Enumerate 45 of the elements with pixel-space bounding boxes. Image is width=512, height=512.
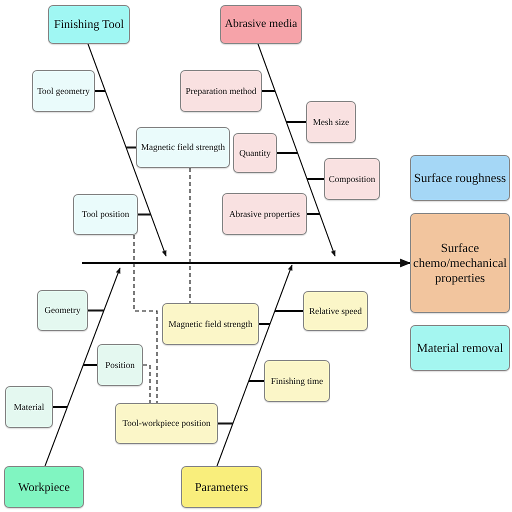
cause-box: Material <box>5 386 53 428</box>
dashed-connector <box>143 364 151 403</box>
effect-box: Surface chemo/mechanical properties <box>410 213 510 313</box>
branch-line <box>262 90 276 92</box>
category-box: Workpiece <box>4 466 84 508</box>
category-box: Abrasive media <box>220 5 302 44</box>
dashed-connector <box>189 168 191 303</box>
branch-line <box>218 422 233 424</box>
bone-arrow <box>216 264 293 466</box>
bone-arrow <box>44 267 121 466</box>
branch-line <box>88 310 104 312</box>
category-box: Finishing Tool <box>48 5 130 44</box>
branch-line <box>83 364 97 366</box>
cause-box: Tool position <box>73 194 138 235</box>
cause-box: Tool geometry <box>32 70 95 112</box>
branch-line <box>95 90 106 92</box>
spine-arrow <box>82 258 412 268</box>
dashed-connector <box>133 235 158 403</box>
cause-box: Relative speed <box>303 291 368 331</box>
branch-line <box>248 380 264 382</box>
cause-box: Quantity <box>233 133 277 173</box>
cause-box: Mesh size <box>306 101 356 143</box>
branch-line <box>53 406 68 408</box>
effect-box: Surface roughness <box>410 155 510 201</box>
branch-line <box>307 213 320 215</box>
cause-box: Composition <box>324 158 380 200</box>
bone-arrow <box>257 44 336 257</box>
branch-line <box>126 146 136 148</box>
cause-box: Finishing time <box>264 360 330 402</box>
cause-box: Tool-workpiece position <box>115 403 218 444</box>
cause-box: Position <box>97 344 143 386</box>
cause-box: Abrasive properties <box>222 193 307 235</box>
bone-arrow <box>87 44 167 257</box>
branch-line <box>307 178 324 180</box>
branch-line <box>259 323 270 325</box>
branch-line <box>277 152 298 154</box>
branch-line <box>286 121 306 123</box>
branch-line <box>274 310 303 312</box>
category-box: Parameters <box>181 466 262 508</box>
cause-box: Geometry <box>37 290 88 331</box>
cause-box: Preparation method <box>180 70 262 112</box>
effect-box: Material removal <box>410 325 510 371</box>
cause-box: Magnetic field strength <box>162 303 259 345</box>
branch-line <box>138 214 151 216</box>
cause-box: Magnetic field strength <box>136 127 230 168</box>
